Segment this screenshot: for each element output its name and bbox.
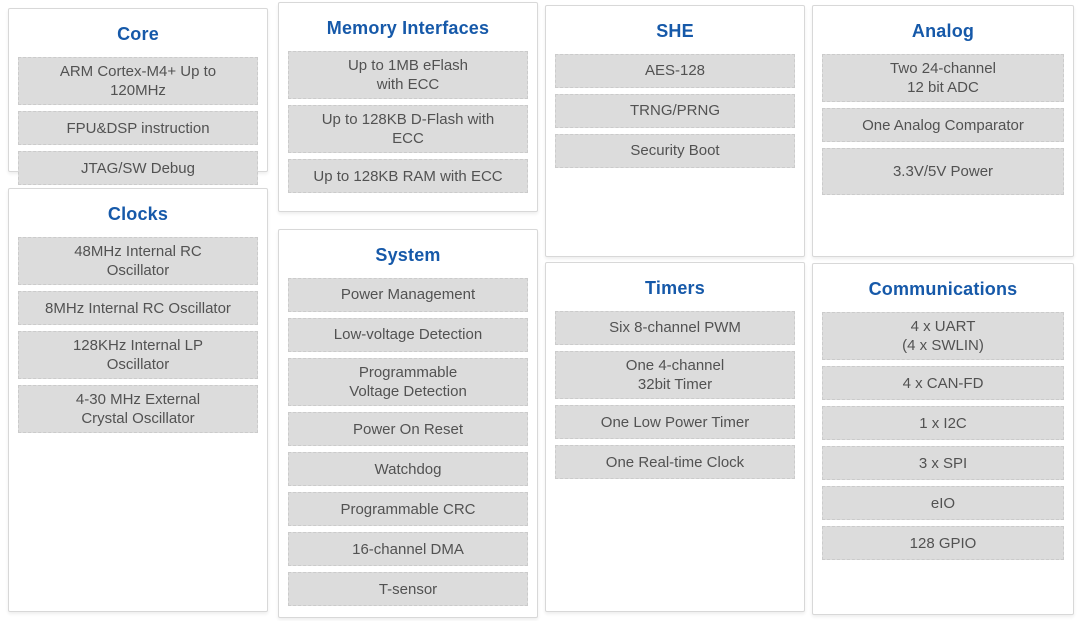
panel-title-clocks: Clocks xyxy=(107,204,169,224)
clocks-item-2: 8MHz Internal RC Oscillator xyxy=(18,291,258,326)
system-item-2: Low-voltage Detection xyxy=(288,318,528,352)
panel-timers: Timers Six 8-channel PWM One 4-channel 32… xyxy=(545,262,805,612)
panel-clocks: Clocks 48MHz Internal RC Oscillator 8MHz … xyxy=(8,188,268,612)
timers-item-2: One 4-channel 32bit Timer xyxy=(555,351,795,400)
communications-item-3: 1 x I2C xyxy=(822,406,1064,441)
analog-items: Two 24-channel 12 bit ADC One Analog Comp… xyxy=(822,54,1064,196)
she-item-1: AES-128 xyxy=(555,54,795,88)
system-item-4: Power On Reset xyxy=(288,412,528,447)
core-item-3: JTAG/SW Debug xyxy=(18,151,258,186)
core-item-2: FPU&DSP instruction xyxy=(18,111,258,146)
panel-title-core: Core xyxy=(117,24,159,44)
communications-item-6: 128 GPIO xyxy=(822,526,1064,561)
system-item-3: Programmable Voltage Detection xyxy=(288,358,528,407)
panel-title-memory-interfaces: Memory Interfaces xyxy=(326,18,490,38)
memory-item-3: Up to 128KB RAM with ECC xyxy=(288,159,528,194)
communications-item-5: eIO xyxy=(822,486,1064,521)
timers-item-3: One Low Power Timer xyxy=(555,405,795,440)
panel-title-timers: Timers xyxy=(645,278,705,298)
clocks-item-4: 4-30 MHz External Crystal Oscillator xyxy=(18,385,258,434)
panel-analog: Analog Two 24-channel 12 bit ADC One Anal… xyxy=(812,5,1074,257)
timers-item-1: Six 8-channel PWM xyxy=(555,311,795,345)
memory-items: Up to 1MB eFlash with ECC Up to 128KB D-F… xyxy=(288,51,528,194)
panel-title-communications: Communications xyxy=(868,279,1018,299)
panel-memory-interfaces: Memory Interfaces Up to 1MB eFlash with … xyxy=(278,2,538,212)
system-item-1: Power Management xyxy=(288,278,528,312)
communications-item-4: 3 x SPI xyxy=(822,446,1064,481)
clocks-item-3: 128KHz Internal LP Oscillator xyxy=(18,331,258,380)
memory-item-1: Up to 1MB eFlash with ECC xyxy=(288,51,528,100)
system-item-7: 16-channel DMA xyxy=(288,532,528,567)
analog-item-1: Two 24-channel 12 bit ADC xyxy=(822,54,1064,103)
clocks-items: 48MHz Internal RC Oscillator 8MHz Interna… xyxy=(18,237,258,434)
system-item-6: Programmable CRC xyxy=(288,492,528,527)
column-4: Analog Two 24-channel 12 bit ADC One Anal… xyxy=(812,0,1074,615)
core-item-1: ARM Cortex-M4+ Up to 120MHz xyxy=(18,57,258,106)
analog-item-3: 3.3V/5V Power xyxy=(822,148,1064,196)
panel-communications: Communications 4 x UART (4 x SWLIN) 4 x C… xyxy=(812,263,1074,615)
communications-item-1: 4 x UART (4 x SWLIN) xyxy=(822,312,1064,361)
she-item-2: TRNG/PRNG xyxy=(555,94,795,128)
analog-item-2: One Analog Comparator xyxy=(822,108,1064,143)
clocks-item-1: 48MHz Internal RC Oscillator xyxy=(18,237,258,286)
panel-title-analog: Analog xyxy=(911,21,975,41)
system-item-5: Watchdog xyxy=(288,452,528,487)
communications-item-2: 4 x CAN-FD xyxy=(822,366,1064,401)
memory-item-2: Up to 128KB D-Flash with ECC xyxy=(288,105,528,154)
system-item-8: T-sensor xyxy=(288,572,528,607)
panel-title-she: SHE xyxy=(656,21,694,41)
timers-items: Six 8-channel PWM One 4-channel 32bit Tim… xyxy=(555,311,795,480)
panel-title-system: System xyxy=(375,245,441,265)
column-2: Memory Interfaces Up to 1MB eFlash with … xyxy=(278,0,538,618)
communications-items: 4 x UART (4 x SWLIN) 4 x CAN-FD 1 x I2C 3 x… xyxy=(822,312,1064,561)
she-item-3: Security Boot xyxy=(555,134,795,168)
timers-item-4: One Real-time Clock xyxy=(555,445,795,480)
